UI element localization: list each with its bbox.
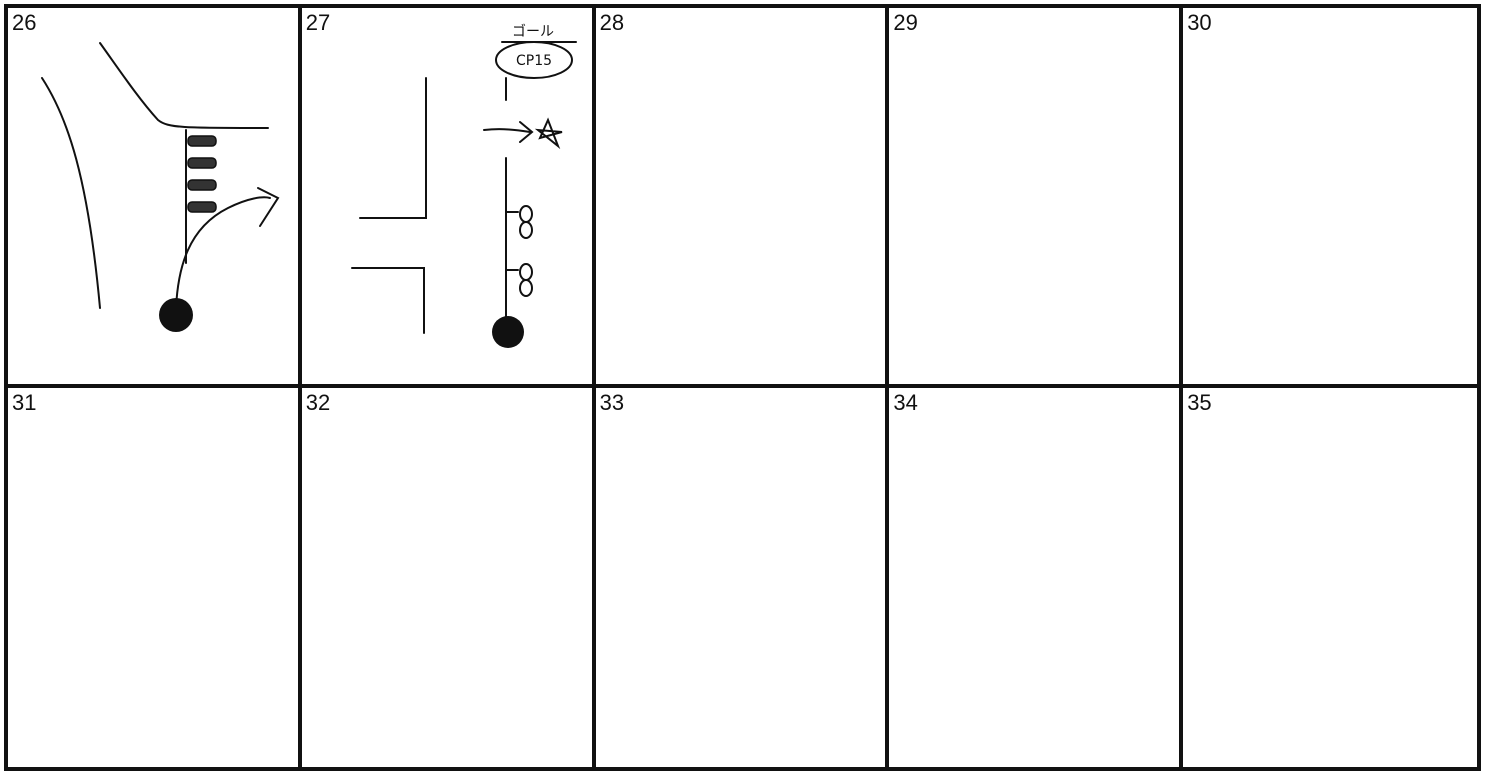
step [188, 158, 216, 168]
storyboard-grid: 26 27 [4, 4, 1481, 771]
panel-number: 34 [893, 392, 917, 414]
goal-label: ゴール [512, 23, 554, 40]
wall-upper [360, 78, 426, 218]
panel-number: 35 [1187, 392, 1211, 414]
panel-33: 33 [596, 388, 890, 768]
panel-32: 32 [302, 388, 596, 768]
sketch-26 [8, 8, 300, 388]
wall-lower [352, 268, 424, 333]
ball-icon [159, 298, 193, 332]
panel-number: 32 [306, 392, 330, 414]
panel-number: 29 [893, 12, 917, 34]
left-curve-line [42, 78, 100, 308]
ring-icon [520, 280, 532, 296]
panel-number: 30 [1187, 12, 1211, 34]
panel-28: 28 [596, 8, 890, 388]
ring-icon [520, 264, 532, 280]
jump-arc [176, 197, 270, 308]
panel-35: 35 [1183, 388, 1477, 768]
star-icon [538, 120, 562, 146]
ball-icon [492, 316, 524, 348]
checkpoint-label: CP15 [516, 53, 552, 69]
panel-26: 26 [8, 8, 302, 388]
panel-31: 31 [8, 388, 302, 768]
panel-27: 27 ゴール CP15 [302, 8, 596, 388]
ring-icon [520, 222, 532, 238]
panel-30: 30 [1183, 8, 1477, 388]
ring-icon [520, 206, 532, 222]
step [188, 180, 216, 190]
panel-34: 34 [889, 388, 1183, 768]
panel-number: 33 [600, 392, 624, 414]
step [188, 202, 216, 212]
sketch-27: ゴール CP15 [302, 8, 594, 388]
arrow-head [258, 188, 278, 226]
panel-number: 31 [12, 392, 36, 414]
arrow-shaft [484, 129, 530, 132]
panel-number: 28 [600, 12, 624, 34]
panel-29: 29 [889, 8, 1183, 388]
step [188, 136, 216, 146]
upper-curve-line [100, 43, 268, 128]
